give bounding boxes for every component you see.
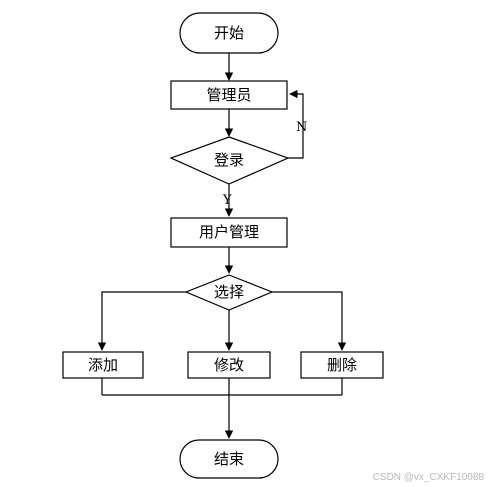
add-label: 添加: [88, 356, 118, 374]
node-admin: 管理员: [170, 80, 288, 110]
node-user-mgmt: 用户管理: [170, 217, 288, 248]
start-label: 开始: [214, 24, 244, 42]
edge-login-no-loop: [288, 89, 304, 159]
delete-process-shape: [300, 351, 384, 379]
node-start: 开始: [179, 12, 279, 54]
end-terminal-shape: [179, 439, 279, 479]
delete-label: 删除: [327, 356, 357, 374]
user-mgmt-label: 用户管理: [199, 223, 259, 241]
edit-label: 修改: [214, 356, 244, 374]
node-delete: 删除: [300, 351, 384, 379]
watermark: CSDN @vx_CXKF10088: [373, 472, 485, 483]
admin-process-shape: [170, 80, 288, 110]
node-login: 登录: [169, 136, 290, 185]
node-choose: 选择: [184, 274, 274, 311]
node-add: 添加: [62, 351, 144, 379]
choose-label: 选择: [214, 283, 244, 301]
user-mgmt-process-shape: [170, 217, 288, 248]
edge-choose-add: [97, 291, 186, 351]
edge-label-yes: Y: [222, 193, 232, 208]
login-label: 登录: [214, 151, 244, 169]
node-edit: 修改: [187, 351, 271, 379]
edit-process-shape: [187, 351, 271, 379]
start-terminal-shape: [179, 12, 279, 54]
node-end: 结束: [179, 439, 279, 479]
end-label: 结束: [214, 450, 244, 468]
admin-label: 管理员: [206, 86, 251, 104]
add-process-shape: [62, 351, 144, 379]
edges: [97, 53, 347, 439]
edge-choose-delete: [272, 291, 347, 351]
edge-label-no: N: [296, 120, 307, 135]
choose-decision-shape: [184, 274, 274, 311]
login-decision-shape: [169, 136, 290, 185]
